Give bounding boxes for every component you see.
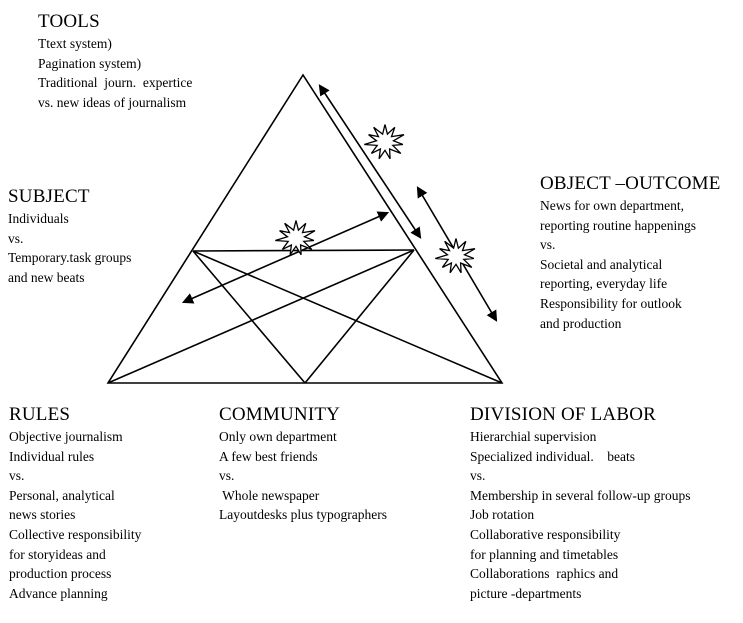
tools-block: TOOLS Ttext system) Pagination system) T… [38,10,192,112]
rules-block: RULES Objective journalism Individual ru… [9,403,141,603]
rules-line: Advance planning [9,585,108,601]
community-heading: COMMUNITY [219,404,341,425]
object-outcome-line: News for own department, [540,198,684,213]
subject-heading: SUBJECT [8,186,90,207]
double-arrow-subject-object [181,211,390,304]
division-of-labor-block: DIVISION OF LABOR Hierarchial supervisio… [470,403,690,603]
object-outcome-block: OBJECT –OUTCOME News for own department,… [540,172,721,333]
conflict-burst-icon [364,124,405,160]
object-outcome-line: vs. [540,237,556,253]
tools-heading: TOOLS [38,11,100,32]
tools-line: Traditional journ. expertice [38,75,193,91]
tools-line: vs. new ideas of journalism [38,94,187,110]
rules-heading: RULES [9,404,71,425]
division-of-labor-line: for planning and timetables [470,546,619,562]
subject-line: vs. [8,230,24,246]
line-object-to-rules [107,249,415,384]
tools-line: Pagination system) [38,55,142,71]
line-subject-to-community [192,250,306,384]
community-line: A few best friends [219,448,318,464]
conflict-burst-icon [435,238,476,274]
community-line: Whole newspaper [219,487,320,503]
rules-line: vs. [9,468,25,484]
object-outcome-line: and production [540,315,622,331]
tools-line: Ttext system) [38,36,112,51]
rules-line: Collective responsibility [9,526,142,542]
division-of-labor-line: Collaborations raphics and [470,566,619,582]
community-block: COMMUNITY Only own department A few best… [219,403,387,525]
division-of-labor-line: Membership in several follow-up groups [470,487,691,503]
object-outcome-line: reporting routine happenings [540,217,696,233]
division-of-labor-line: picture -departments [470,585,582,601]
community-line: Only own department [219,429,337,444]
community-line: vs. [219,468,235,484]
division-of-labor-line: Specialized individual. beats [470,448,635,464]
rules-line: Individual rules [9,448,95,464]
subject-line: Temporary.task groups [8,250,132,266]
line-object-to-community [304,249,415,384]
division-of-labor-heading: DIVISION OF LABOR [470,404,657,425]
subject-block: SUBJECT Individuals vs. Temporary.task g… [8,185,131,287]
rules-line: for storyideas and [9,546,106,562]
object-outcome-line: reporting, everyday life [540,276,668,292]
division-of-labor-line: Job rotation [470,507,535,523]
community-line: Layoutdesks plus typographers [219,507,387,523]
rules-line: production process [9,566,112,582]
rules-line: Personal, analytical [9,487,115,503]
subject-line: and new beats [8,269,85,285]
subject-line: Individuals [8,211,69,226]
division-of-labor-line: Collaborative responsibility [470,526,621,542]
division-of-labor-line: Hierarchial supervision [470,429,597,444]
line-subject-to-division [192,250,503,384]
double-arrow-tools-object [318,84,422,239]
object-outcome-line: Responsibility for outlook [540,295,682,311]
rules-line: news stories [9,507,76,523]
division-of-labor-line: vs. [470,468,486,484]
object-outcome-heading: OBJECT –OUTCOME [540,173,721,194]
object-outcome-line: Societal and analytical [540,256,663,272]
conflict-burst-icon [275,220,316,256]
rules-line: Objective journalism [9,429,123,444]
